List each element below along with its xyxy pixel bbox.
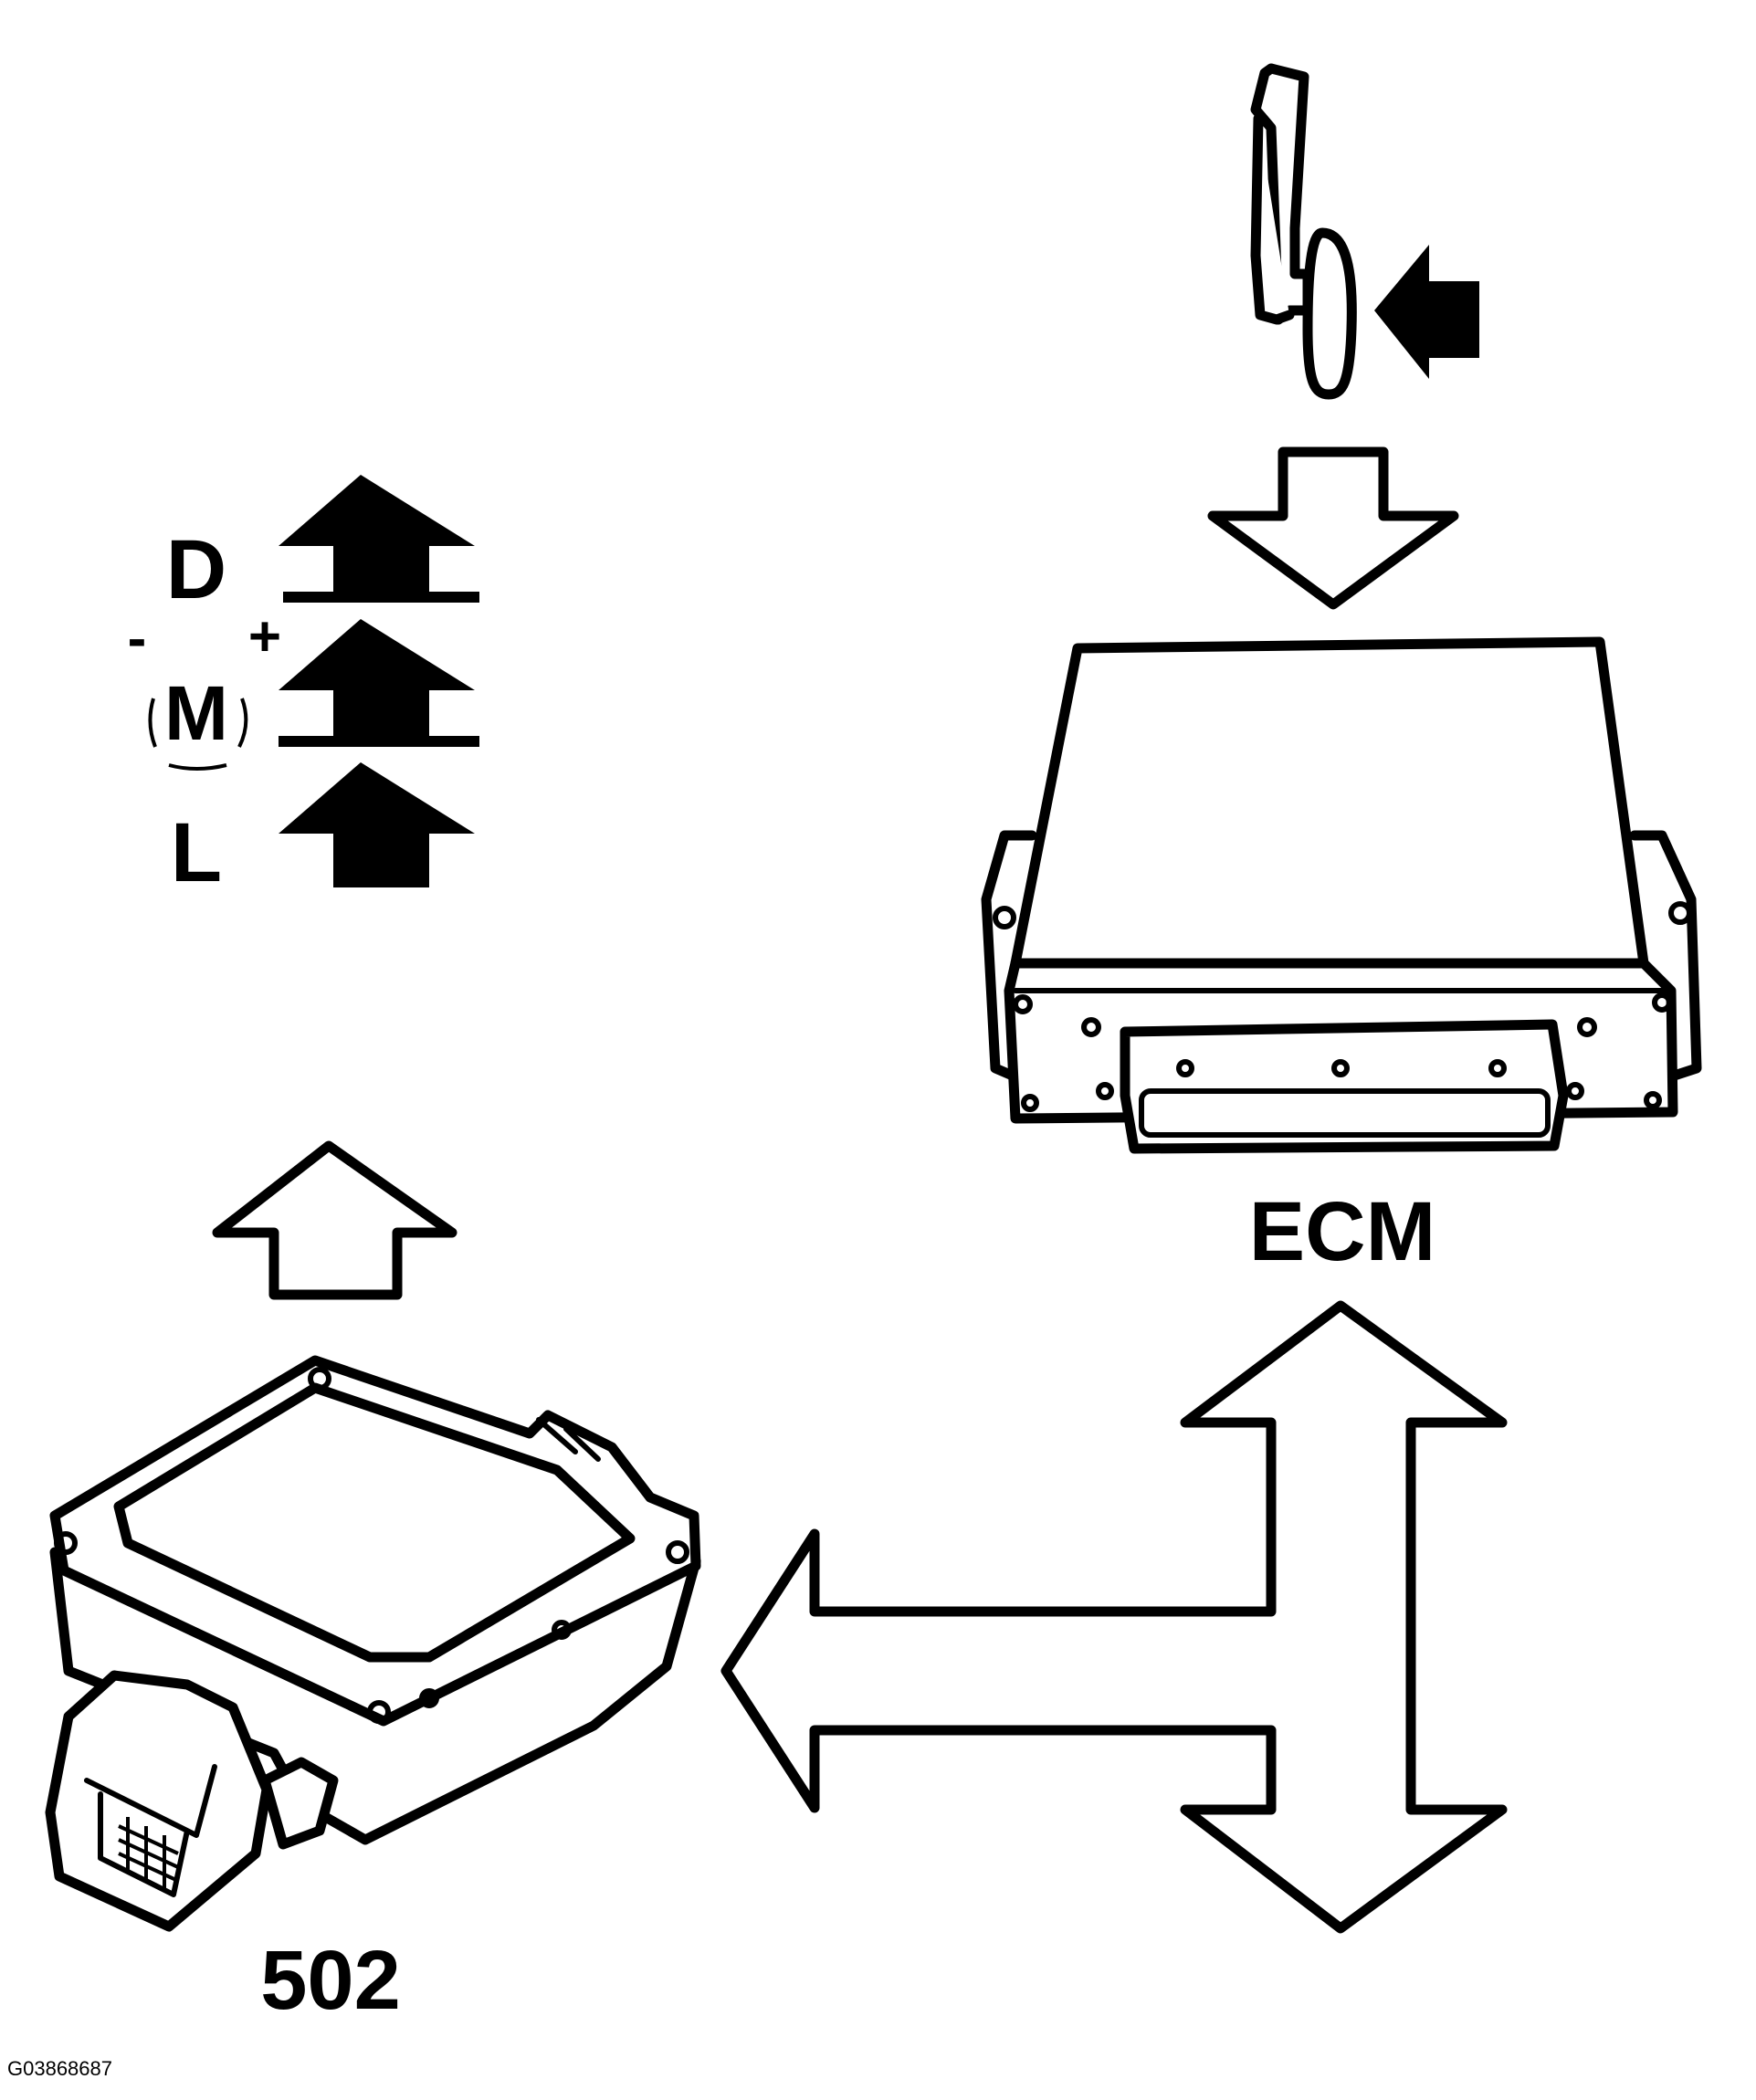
- selector-label-low: L: [171, 806, 222, 899]
- manual-gate-bracket: [148, 698, 248, 771]
- module-502-unit: [45, 1355, 701, 1932]
- lever-to-ecm-arrow-icon: [1207, 446, 1459, 610]
- selector-position-panel: D - + M L: [128, 475, 479, 899]
- selector-plus-sign: +: [248, 605, 281, 668]
- push-arrow-icon: [1374, 245, 1479, 379]
- ecm-unit: [981, 636, 1702, 1154]
- drive-up-arrow-icon: [279, 475, 479, 603]
- manual-up-arrow-icon: [279, 619, 479, 747]
- figure-code: G03868687: [7, 2057, 112, 2080]
- selector-label-drive: D: [166, 523, 226, 616]
- ecm-connector: [1120, 1019, 1569, 1154]
- bidirectional-bus-arrow-icon: [720, 1300, 1508, 1934]
- module-502-label: 502: [260, 1934, 401, 2027]
- ecm-lid: [1010, 636, 1649, 969]
- low-up-arrow-icon: [279, 762, 475, 887]
- ecm-label: ECM: [1249, 1185, 1435, 1278]
- module-502-connector: [45, 1670, 272, 1932]
- module-502-lid: [113, 1382, 636, 1663]
- selector-label-manual: M: [164, 670, 228, 756]
- manual-selector-group: - + M: [128, 605, 281, 771]
- shift-lever-icon: [1250, 63, 1357, 400]
- signal-up-arrow-icon: [212, 1140, 457, 1300]
- module-502-latch: [259, 1757, 339, 1850]
- selector-minus-sign: -: [128, 607, 147, 670]
